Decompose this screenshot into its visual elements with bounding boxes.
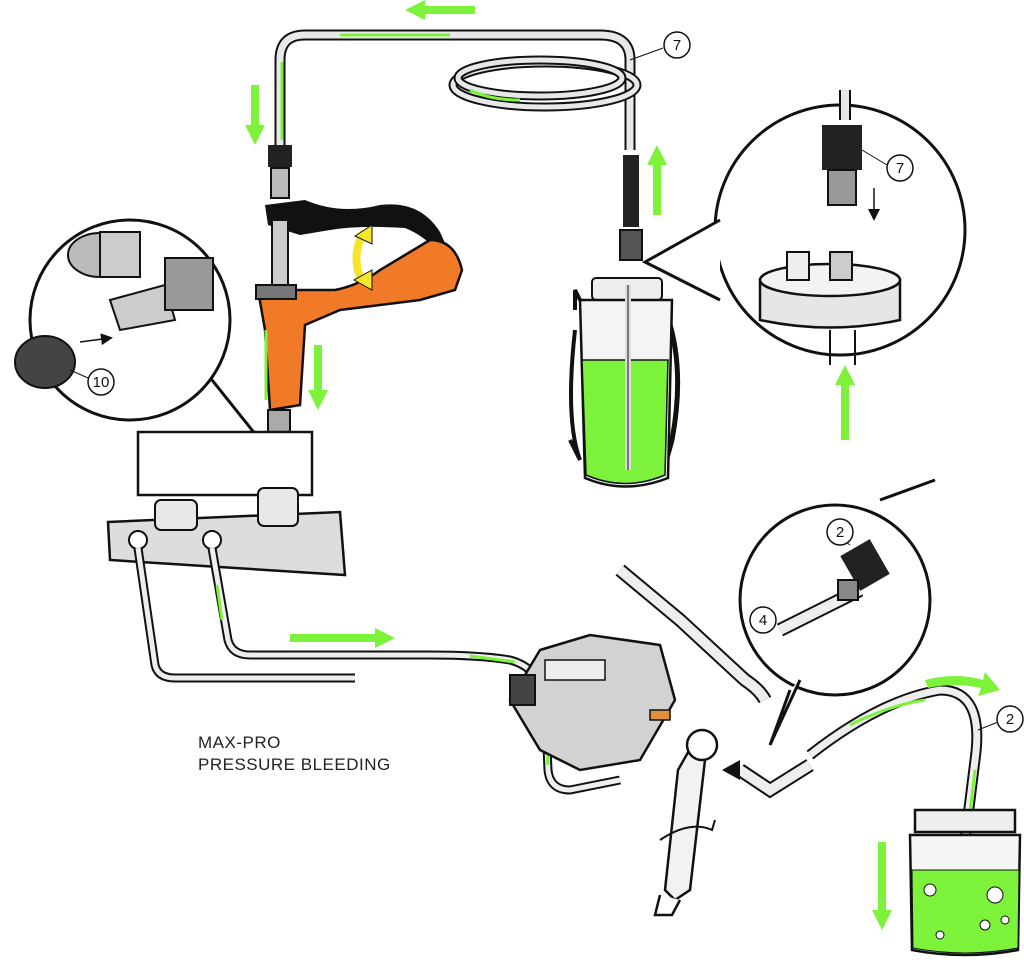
callout-7-inset: 7 bbox=[861, 149, 914, 182]
master-cylinder bbox=[106, 430, 347, 577]
caption-line-1: MAX-PRO bbox=[198, 733, 281, 752]
inset-tank-cap bbox=[641, 90, 967, 365]
diagram-caption: MAX-PRO PRESSURE BLEEDING bbox=[198, 732, 391, 776]
svg-text:2: 2 bbox=[836, 524, 844, 541]
caption-line-2: PRESSURE BLEEDING bbox=[198, 755, 391, 774]
svg-text:4: 4 bbox=[759, 612, 767, 629]
bleed-jar bbox=[908, 808, 1022, 957]
supply-hose bbox=[274, 29, 643, 261]
callout-2-hose: 2 bbox=[977, 705, 1024, 733]
pump-gun bbox=[255, 145, 464, 468]
flow-arrow bbox=[308, 345, 328, 410]
callout-2-inset: 2 bbox=[826, 518, 854, 546]
pressure-tank bbox=[568, 277, 681, 488]
flow-arrow bbox=[245, 85, 265, 145]
bleed-elbow bbox=[615, 564, 814, 799]
inset-bleeder bbox=[738, 478, 936, 746]
flow-arrow bbox=[290, 628, 395, 648]
flow-arrow bbox=[405, 0, 475, 20]
callout-7-hose: 7 bbox=[629, 31, 691, 61]
inset-adapters bbox=[14, 218, 262, 441]
callout-4: 4 bbox=[749, 606, 777, 634]
svg-text:10: 10 bbox=[93, 374, 110, 391]
svg-text:2: 2 bbox=[1006, 711, 1014, 728]
brake-caliper bbox=[508, 633, 677, 772]
flow-arrow bbox=[647, 145, 667, 215]
flow-arrow bbox=[835, 365, 855, 440]
flow-arrow bbox=[925, 672, 1000, 696]
svg-text:7: 7 bbox=[896, 160, 904, 177]
svg-text:7: 7 bbox=[673, 37, 681, 54]
brake-line bbox=[133, 547, 621, 795]
flow-arrow bbox=[872, 842, 892, 930]
callout-10: 10 bbox=[69, 368, 115, 396]
wrench bbox=[653, 728, 719, 917]
